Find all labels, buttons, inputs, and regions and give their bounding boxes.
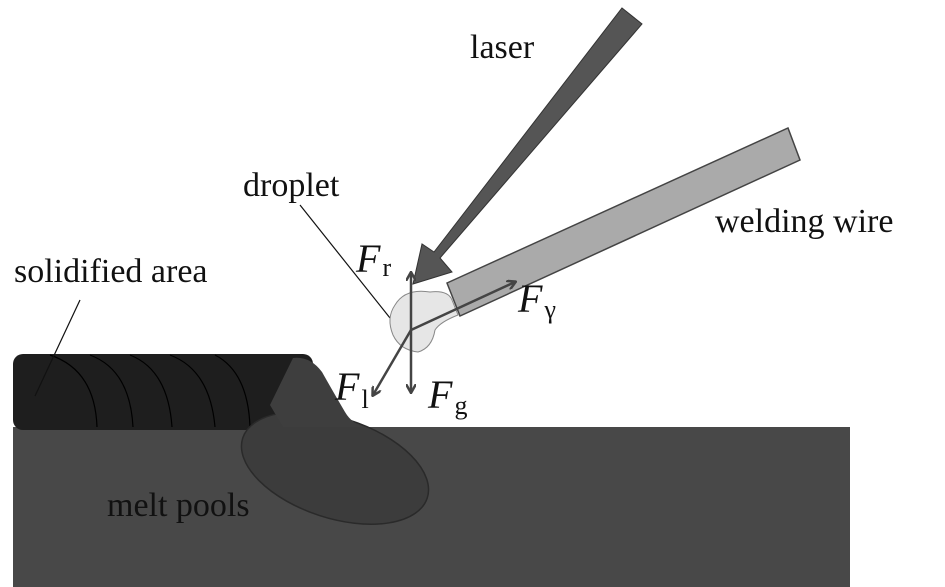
droplet-leader [299, 204, 391, 319]
substrate [13, 427, 850, 587]
label-force-gamma: Fγ [517, 276, 556, 324]
melt-pool [240, 357, 430, 525]
droplet [389, 290, 459, 353]
label-force-l: Fl [334, 364, 369, 414]
force-gamma-arrow [410, 282, 515, 332]
welding-wire [446, 126, 801, 318]
solidified-bead [13, 354, 313, 430]
label-laser: laser [470, 29, 535, 66]
label-droplet: droplet [243, 167, 340, 204]
label-melt-pools: melt pools [107, 487, 250, 524]
force-arrows [373, 273, 515, 395]
force-l-arrow [373, 329, 413, 395]
label-welding-wire: welding wire [715, 203, 893, 240]
label-force-g: Fg [427, 372, 467, 420]
label-solidified-area: solidified area [14, 253, 208, 290]
solidified-leader [34, 299, 81, 397]
label-force-r: Fr [355, 236, 391, 282]
laser-beam [412, 7, 643, 285]
solidification-arcs [49, 354, 251, 428]
